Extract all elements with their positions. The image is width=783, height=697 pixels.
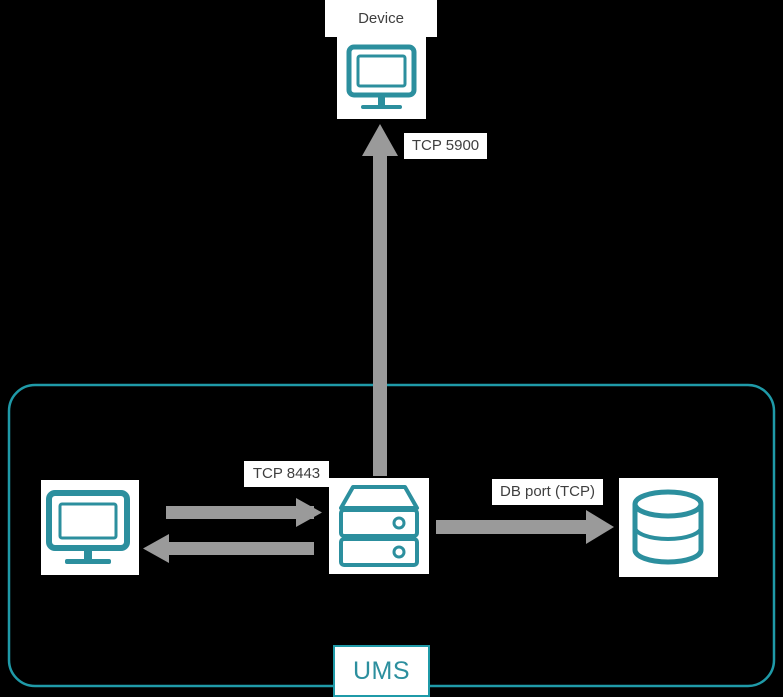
device-monitor-icon [337,37,426,119]
ums-boundary-label: UMS [333,645,430,697]
server-icon [329,478,429,574]
device-arrow [362,124,398,476]
client-server-arrow [143,498,322,563]
connection-label-device: TCP 5900 [404,133,487,159]
device-node-label: Device [325,0,437,37]
database-icon [619,478,718,577]
client-monitor-icon [41,480,139,575]
connection-label-server-db: DB port (TCP) [492,479,603,505]
connection-label-client-server: TCP 8443 [244,461,329,487]
server-db-arrow [436,510,614,544]
